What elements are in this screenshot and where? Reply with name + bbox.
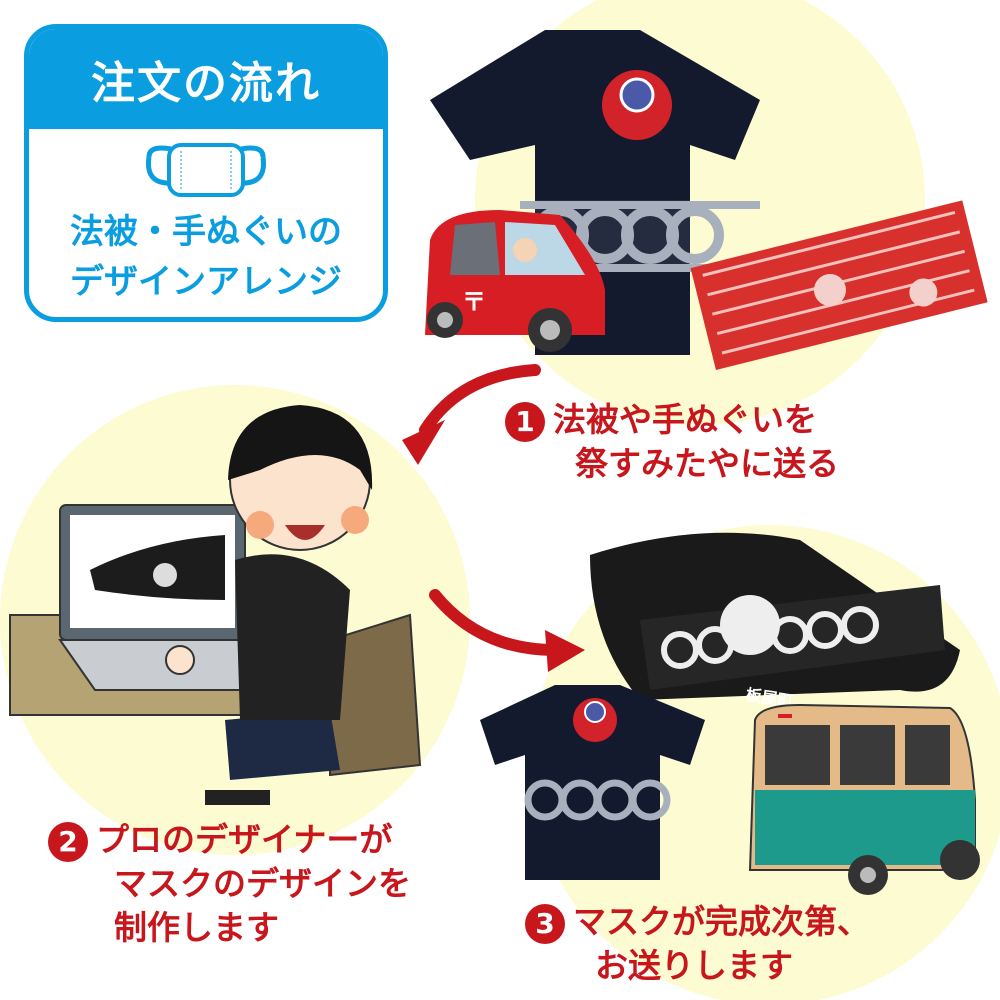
delivery-van-image bbox=[748, 703, 980, 895]
svg-text:〒: 〒 bbox=[462, 288, 486, 316]
step-text: マスクが完成次第、 bbox=[573, 902, 870, 941]
page-title: 注文の流れ bbox=[29, 29, 383, 129]
step-number-badge: 2 bbox=[48, 821, 88, 862]
step-number-badge: 3 bbox=[525, 903, 565, 944]
arrow-head-icon bbox=[545, 630, 585, 672]
step-text: 祭すみたやに送る bbox=[575, 444, 839, 483]
step-text: プロのデザイナーが bbox=[96, 820, 393, 859]
subtitle-line: 法被・手ぬぐいの bbox=[70, 212, 342, 252]
arrow-icon bbox=[419, 364, 541, 436]
order-flow-title-box: 注文の流れ 法被・手ぬぐいの デザインアレンジ bbox=[24, 24, 388, 322]
happi-coat-image bbox=[430, 30, 760, 355]
subtitle-line: デザインアレンジ bbox=[70, 262, 342, 302]
postal-car-image: 〒 bbox=[425, 210, 605, 352]
arrow-head-icon bbox=[402, 420, 445, 465]
finished-mask-image: 板屋町 bbox=[590, 532, 960, 711]
small-happi-coat-image bbox=[480, 685, 705, 880]
tenugui-towel-image bbox=[690, 200, 988, 370]
step-text: 法被や手ぬぐいを bbox=[553, 400, 817, 439]
face-mask-icon bbox=[145, 143, 267, 197]
step-text: お送りします bbox=[595, 946, 793, 985]
arrow-icon bbox=[429, 589, 561, 656]
designer-at-laptop-image bbox=[9, 405, 422, 805]
step-text: 制作します bbox=[114, 908, 279, 947]
step-number-badge: 1 bbox=[505, 401, 545, 442]
step-text: マスクのデザインを bbox=[114, 864, 411, 903]
